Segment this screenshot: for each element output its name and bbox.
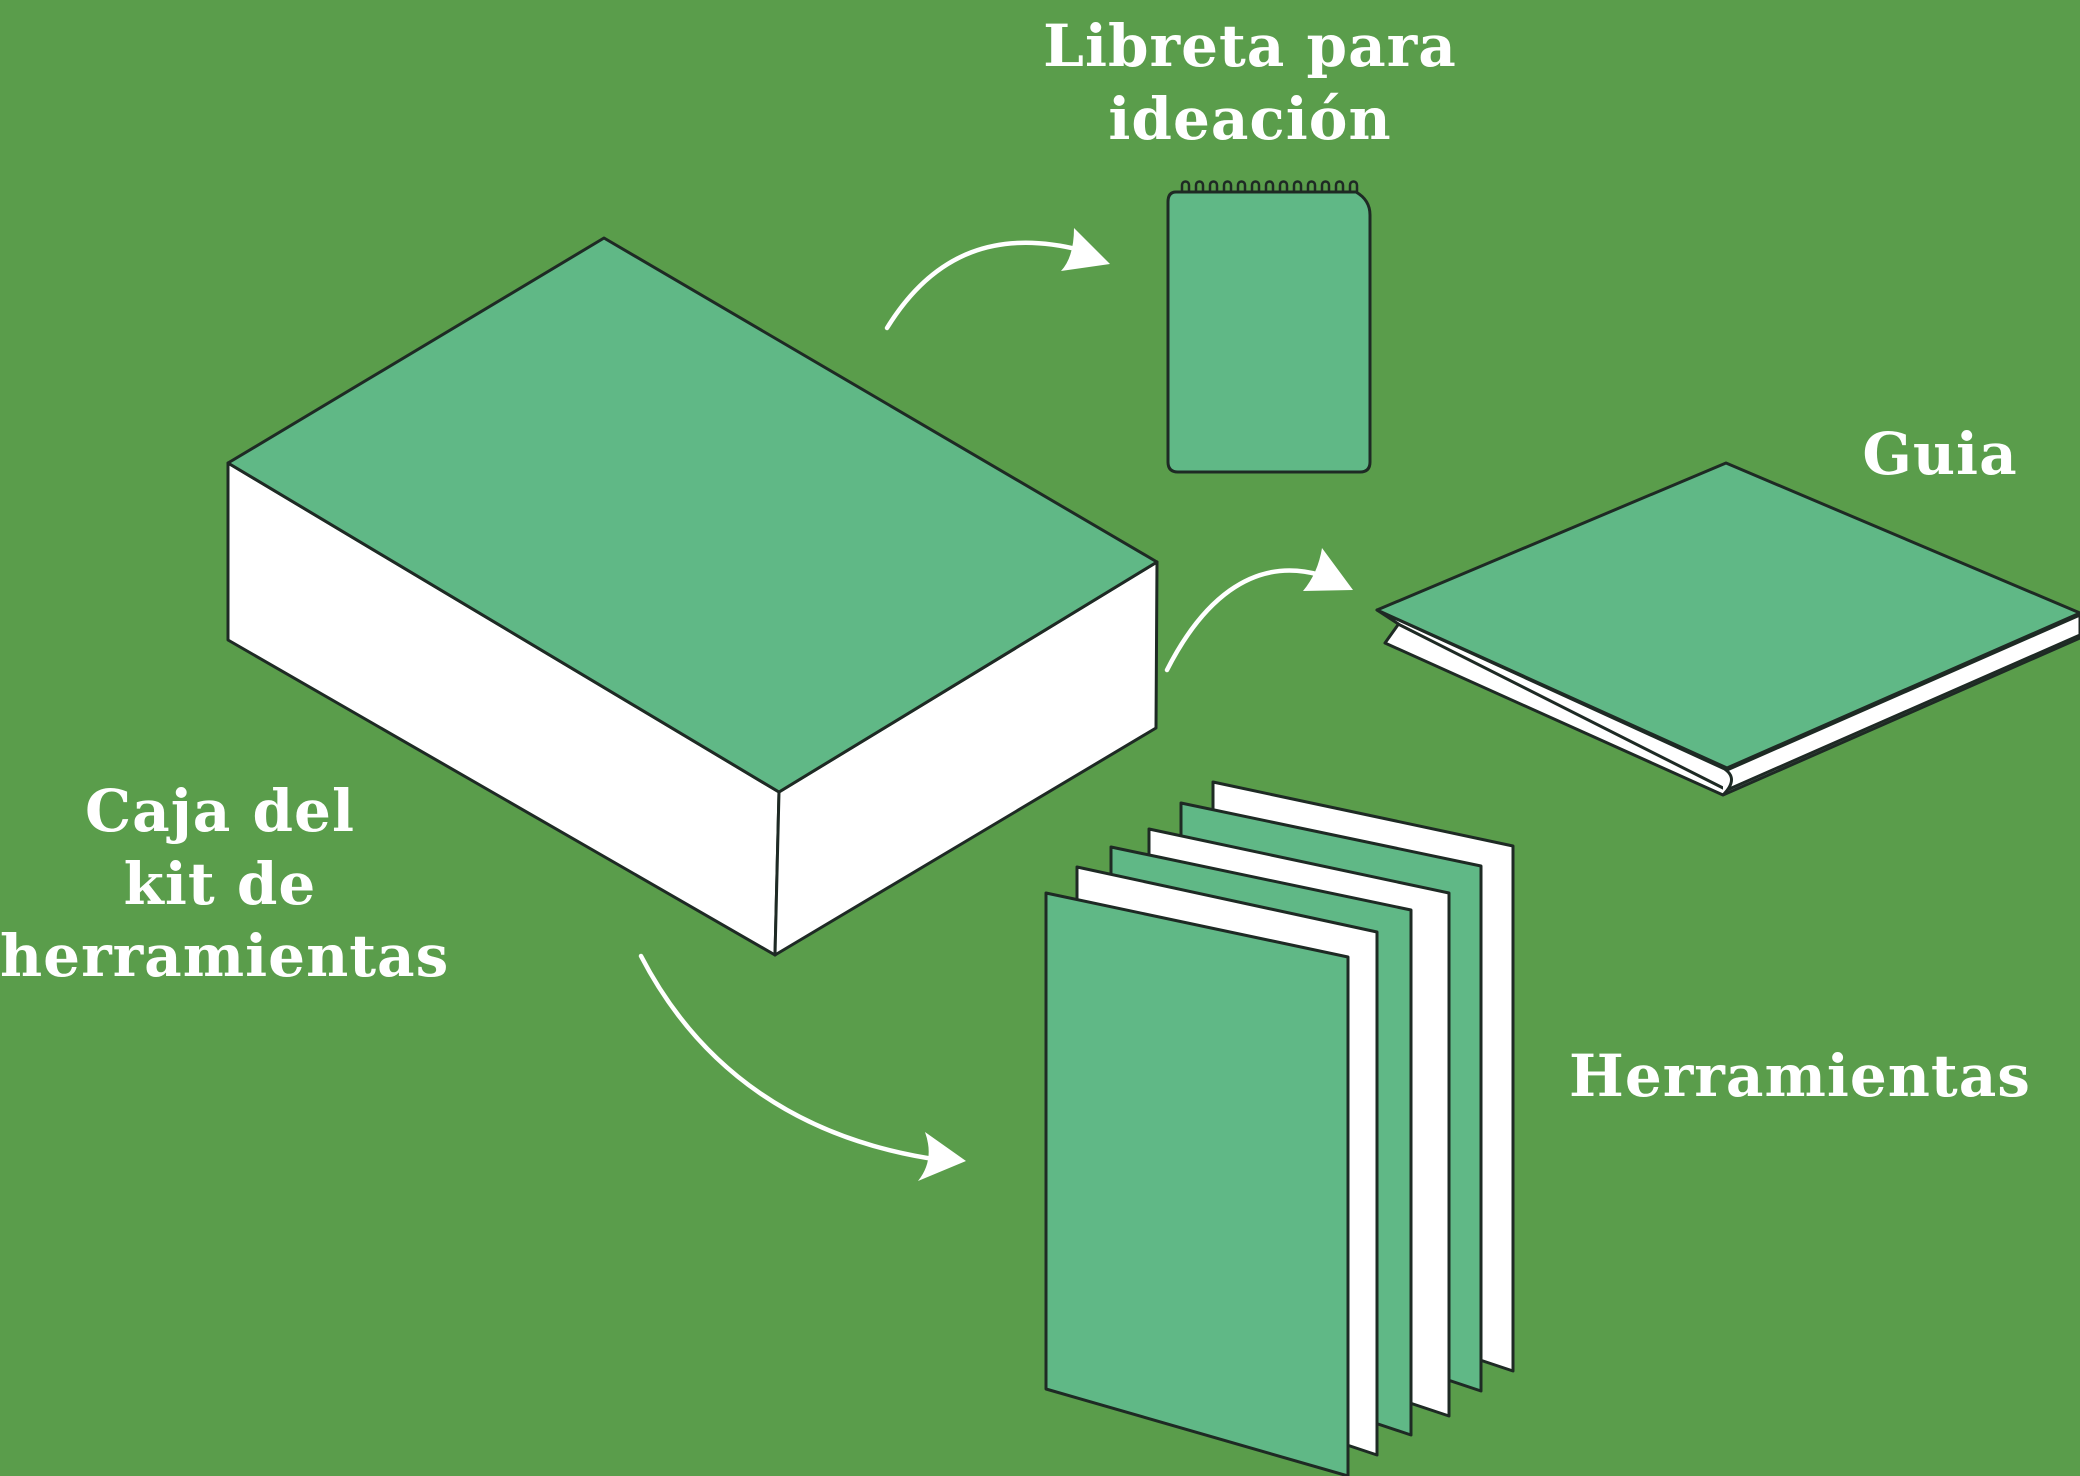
tool-sheets <box>1044 780 1515 1476</box>
toolkit-box-label-line: herramientas <box>0 922 450 990</box>
tool-sheet-front <box>1044 891 1350 1476</box>
guide-label: Guia <box>1840 418 2040 491</box>
notebook-label-line: ideación <box>1108 84 1392 153</box>
toolkit-box-label-line: kit de <box>123 849 317 918</box>
arrowhead <box>1061 228 1110 271</box>
guide-book <box>1375 461 2080 797</box>
notebook-spiral <box>1180 180 1359 195</box>
arrow-to-notebook <box>884 228 1110 331</box>
toolkit-box-label: Caja del kit de herramientas <box>0 775 450 993</box>
notebook-label: Libreta para ideación <box>1020 10 1480 155</box>
guide-spine <box>1721 766 1733 797</box>
notebook-cover <box>1166 190 1372 474</box>
notebook-label-line: Libreta para <box>1043 12 1457 80</box>
arrowhead <box>918 1132 966 1181</box>
arrows <box>638 228 1353 1181</box>
toolkit-box-label-line: Caja del <box>85 777 355 845</box>
guide-front-cover <box>1375 461 2080 770</box>
arrow-to-tools <box>638 953 966 1181</box>
ideation-notebook <box>1166 180 1372 474</box>
tools-label-line: Herramientas <box>1569 1042 2031 1110</box>
guide-label-line: Guia <box>1862 420 2018 488</box>
arrow-to-guide <box>1164 548 1353 673</box>
box-top-face <box>226 236 1159 794</box>
toolkit-box <box>226 236 1159 957</box>
arrowhead <box>1303 548 1353 591</box>
tools-label: Herramientas <box>1555 1040 2045 1113</box>
